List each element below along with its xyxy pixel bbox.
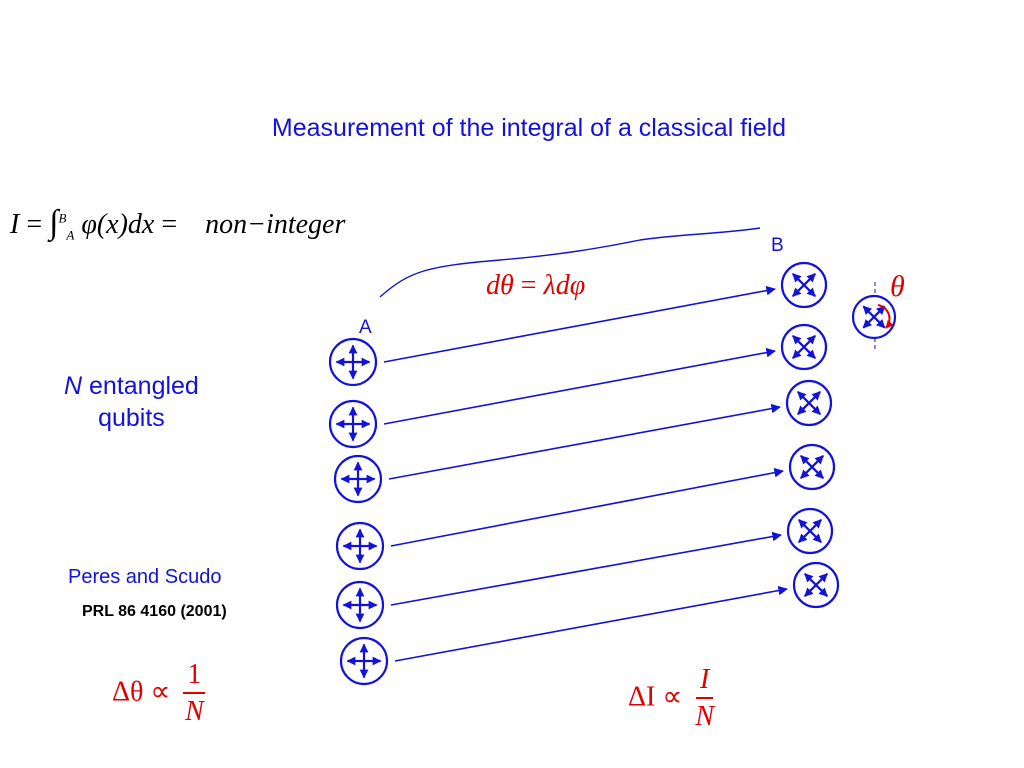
integral-scaling-fraction: I N	[695, 663, 714, 735]
dtheta-equation: dθ = λdφ	[486, 270, 585, 302]
qubit-a-3	[333, 454, 383, 504]
integral-sign: ∫	[49, 204, 59, 241]
entanglement-links	[383, 285, 788, 662]
qubits-at-b	[780, 261, 840, 609]
qubit-b-5	[786, 507, 834, 555]
qubits-at-a	[328, 337, 389, 686]
rotated-qubit	[851, 294, 897, 340]
theta-scaling-denominator: N	[185, 696, 204, 727]
dtheta-lhs: dθ	[486, 270, 514, 301]
qubit-b-6	[792, 561, 840, 609]
integral-scaling-numerator: I	[696, 663, 714, 699]
entanglement-arrow-2	[383, 347, 776, 425]
integral-scaling: ΔI ∝ I N	[628, 663, 714, 735]
theta-scaling-numerator: 1	[183, 658, 206, 694]
entanglement-arrow-4	[390, 467, 784, 547]
slide-title: Measurement of the integral of a classic…	[271, 114, 787, 142]
rotation-arc-icon	[877, 304, 894, 329]
equation-equals-1: =	[26, 209, 43, 240]
equation-rhs: non−integer	[205, 209, 346, 240]
qubits-line2: qubits	[98, 404, 165, 432]
qubit-a-4	[335, 521, 385, 571]
integral-upper-limit: B	[58, 210, 67, 226]
integral-scaling-denominator: N	[695, 701, 715, 732]
integral-equation: I = ∫BA φ(x)dx = non−integer	[10, 204, 345, 244]
rotated-qubit-icon	[851, 294, 897, 340]
qubits-line1: entangled	[82, 372, 199, 400]
integrand: φ(x)dx	[81, 209, 155, 240]
qubit-b-4	[788, 443, 836, 491]
entanglement-arrow-3	[388, 403, 781, 480]
reference-citation: PRL 86 4160 (2001)	[82, 603, 227, 620]
entanglement-arrow-5	[390, 531, 782, 606]
equation-lhs: I	[10, 209, 20, 240]
qubit-a-5	[335, 580, 385, 630]
qubit-count-symbol: N	[64, 372, 83, 400]
theta-scaling-fraction: 1 N	[183, 658, 206, 730]
dtheta-equals: =	[520, 270, 537, 301]
qubit-b-1	[780, 261, 828, 309]
rotation-angle-indicator	[851, 282, 897, 352]
qubit-a-1	[328, 337, 378, 387]
qubit-b-3	[785, 379, 833, 427]
theta-scaling-lhs: Δθ ∝	[112, 676, 171, 708]
integration-path-curve	[379, 227, 761, 298]
dtheta-rhs: λdφ	[543, 270, 586, 301]
theta-scaling: Δθ ∝ 1 N	[112, 658, 206, 730]
entangled-qubits-label: N entangled qubits	[64, 370, 199, 434]
entanglement-arrow-6	[394, 585, 788, 662]
integral-lower-limit: A	[66, 227, 75, 243]
integral-scaling-lhs: ΔI ∝	[628, 681, 683, 713]
equation-equals-2: =	[161, 209, 178, 240]
point-b-label: B	[771, 235, 784, 256]
reference-authors: Peres and Scudo	[68, 566, 222, 588]
qubit-a-2	[328, 399, 378, 449]
point-a-label: A	[359, 317, 372, 338]
qubit-b-2	[780, 323, 828, 371]
theta-symbol: θ	[890, 270, 905, 303]
qubit-a-6	[339, 636, 389, 686]
entanglement-arrow-1	[383, 285, 776, 363]
